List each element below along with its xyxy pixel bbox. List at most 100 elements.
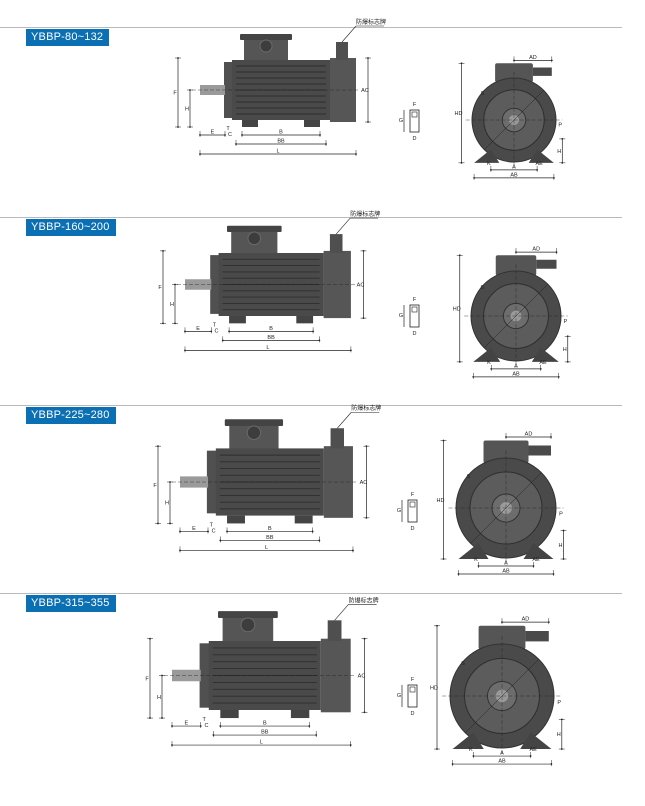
- shaft-key-detail: GDF: [399, 297, 420, 337]
- dimension-label-d: D: [413, 331, 417, 337]
- dimension-label-k: K: [474, 557, 478, 563]
- section-label: YBBP-80~132: [26, 29, 110, 46]
- dimension-label-l: L: [266, 345, 269, 351]
- dimension-label-h: H: [557, 732, 561, 738]
- flange-end-shield: [199, 643, 210, 708]
- dimension-label-l: L: [276, 149, 279, 155]
- dimension-label-e: E: [211, 130, 215, 136]
- mounting-foot: [531, 347, 559, 362]
- dimension-label-b: B: [279, 130, 283, 136]
- dimension-label-p: P: [558, 122, 562, 128]
- section-label: YBBP-160~200: [26, 219, 116, 236]
- cable-gland: [246, 425, 262, 440]
- dimension-label-a: A: [500, 751, 504, 757]
- dimension-label-h: H: [563, 347, 567, 353]
- callout-leader: [335, 217, 351, 235]
- dimension-label-p: P: [559, 512, 563, 518]
- callout-leader: [341, 25, 357, 43]
- dimension-label-ae: AE: [536, 161, 544, 167]
- ex-nameplate-housing: [329, 234, 343, 253]
- mounting-foot: [242, 120, 258, 127]
- dimension-label-s: S: [461, 661, 465, 667]
- dimension-label-bb: BB: [277, 139, 285, 145]
- dimension-label-hd: HD: [430, 685, 438, 691]
- ex-mark-callout: 防爆标志牌: [349, 596, 379, 604]
- dimension-label-ad: AD: [525, 432, 533, 438]
- dimension-label-c: C: [205, 723, 209, 729]
- shaft: [172, 669, 201, 682]
- section-label: YBBP-225~280: [26, 407, 116, 424]
- shaft-section: [409, 304, 420, 328]
- keyway: [411, 306, 418, 313]
- mounting-foot: [294, 515, 313, 524]
- dimension-label-hd: HD: [455, 111, 463, 117]
- dimension-label-s: S: [481, 91, 485, 97]
- keyway: [409, 501, 416, 508]
- dimension-label-f: F: [145, 676, 149, 682]
- mounting-foot: [227, 515, 245, 524]
- pcd-line: [465, 659, 539, 733]
- dimension-label-ae: AE: [532, 557, 540, 563]
- dimension-label-d: D: [411, 711, 415, 717]
- dimension-label-bb: BB: [266, 535, 274, 541]
- terminal-box-lid: [224, 419, 284, 426]
- dimension-label-p: P: [564, 319, 568, 325]
- ex-nameplate-housing: [327, 620, 342, 641]
- pcd-line: [470, 472, 542, 544]
- dimension-label-t: T: [213, 322, 217, 328]
- dimension-label-f: F: [173, 91, 177, 97]
- ex-nameplate-housing: [336, 42, 348, 60]
- dimension-label-f: F: [411, 677, 415, 683]
- callout-leader: [334, 604, 349, 621]
- terminal-box-lid: [218, 611, 278, 618]
- mounting-foot: [296, 316, 314, 324]
- shaft-section: [407, 499, 418, 523]
- dimension-label-ac: AC: [357, 283, 365, 289]
- dimension-label-e: E: [185, 721, 189, 727]
- dimension-label-f: F: [153, 483, 157, 489]
- dimension-label-d: D: [411, 526, 415, 532]
- dimension-label-h: H: [559, 543, 563, 549]
- terminal-box-lid: [227, 225, 282, 232]
- section-divider: [0, 405, 622, 406]
- dimension-label-c: C: [215, 328, 219, 334]
- section-divider: [0, 217, 622, 218]
- dimension-label-ab: AB: [510, 172, 518, 178]
- shaft-key-detail: G D F: [397, 492, 418, 532]
- mounting-foot: [473, 347, 501, 362]
- dimension-label-bb: BB: [261, 730, 269, 736]
- dimension-label-g: G: [397, 693, 401, 699]
- dimension-label-f: F: [411, 492, 415, 498]
- mounting-foot: [452, 732, 484, 750]
- dimension-label-hd: HD: [453, 307, 461, 313]
- dimension-label-t: T: [210, 522, 214, 528]
- dimension-label-l: L: [265, 545, 268, 551]
- dimension-label-ae: AE: [530, 747, 538, 753]
- dimension-label-ab: AB: [502, 569, 510, 575]
- dimension-label-s: S: [480, 285, 484, 291]
- terminal-box-lid: [240, 34, 292, 40]
- dimension-label-b: B: [263, 721, 267, 727]
- dimension-label-k: K: [487, 161, 491, 167]
- dimension-label-g: G: [397, 508, 401, 514]
- dimension-label-t: T: [203, 717, 207, 723]
- ex-nameplate-housing: [330, 428, 344, 449]
- dimension-label-h: H: [157, 695, 161, 701]
- shaft-section: [409, 109, 420, 133]
- dimension-label-b: B: [269, 326, 273, 332]
- dimension-label-ad: AD: [532, 247, 540, 253]
- dimension-label-ab: AB: [498, 759, 506, 765]
